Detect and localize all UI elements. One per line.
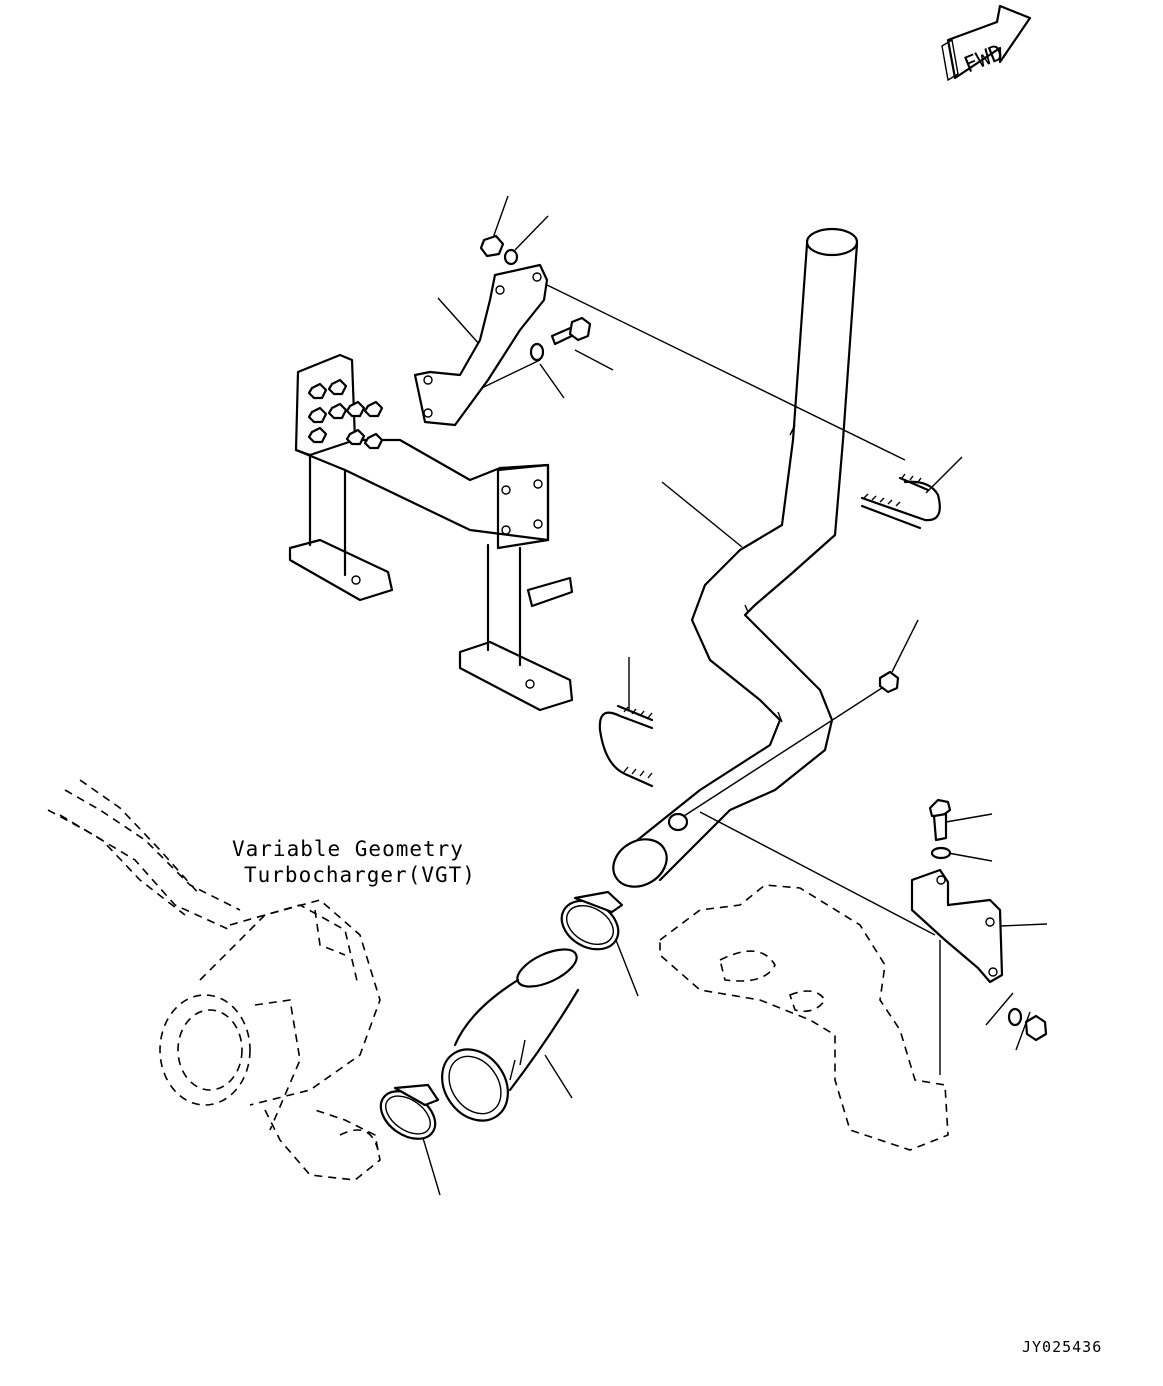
- vgt-turbocharger: [47, 779, 381, 1181]
- lower-washer-2-icon: [1007, 1007, 1023, 1027]
- lower-bracket: [910, 868, 1004, 984]
- top-nut-icon: [479, 234, 505, 258]
- lower-hose-clamp: [379, 1083, 440, 1140]
- frame-bolt-heads: [307, 378, 384, 450]
- leader-lines: [422, 195, 1048, 1196]
- lower-bolt-icon: [928, 798, 952, 842]
- middle-u-bolt: [598, 704, 654, 788]
- fwd-arrow-icon: FWD: [941, 4, 1032, 82]
- mounting-frame: [288, 353, 574, 712]
- top-washer-icon: [503, 248, 519, 266]
- upper-hose-clamp: [560, 890, 624, 951]
- lower-nut-icon: [1024, 1014, 1048, 1042]
- drawing-code: JY025436: [1022, 1338, 1103, 1356]
- pipe-nut-icon: [878, 670, 900, 694]
- upper-u-bolt: [860, 473, 941, 530]
- pipe-clip-icon: [667, 812, 689, 832]
- turbocharger-label-line2: Turbocharger(VGT): [244, 863, 476, 887]
- turbocharger-label-line1: Variable Geometry: [232, 837, 464, 861]
- rubber-hose: [441, 948, 580, 1122]
- lower-washer-icon: [930, 846, 952, 860]
- upper-washer-icon: [529, 342, 545, 362]
- upper-bolt-icon: [550, 316, 592, 346]
- engine-mount-plate: [659, 884, 949, 1151]
- upper-bracket: [413, 263, 549, 427]
- exhaust-pipe: [612, 227, 859, 888]
